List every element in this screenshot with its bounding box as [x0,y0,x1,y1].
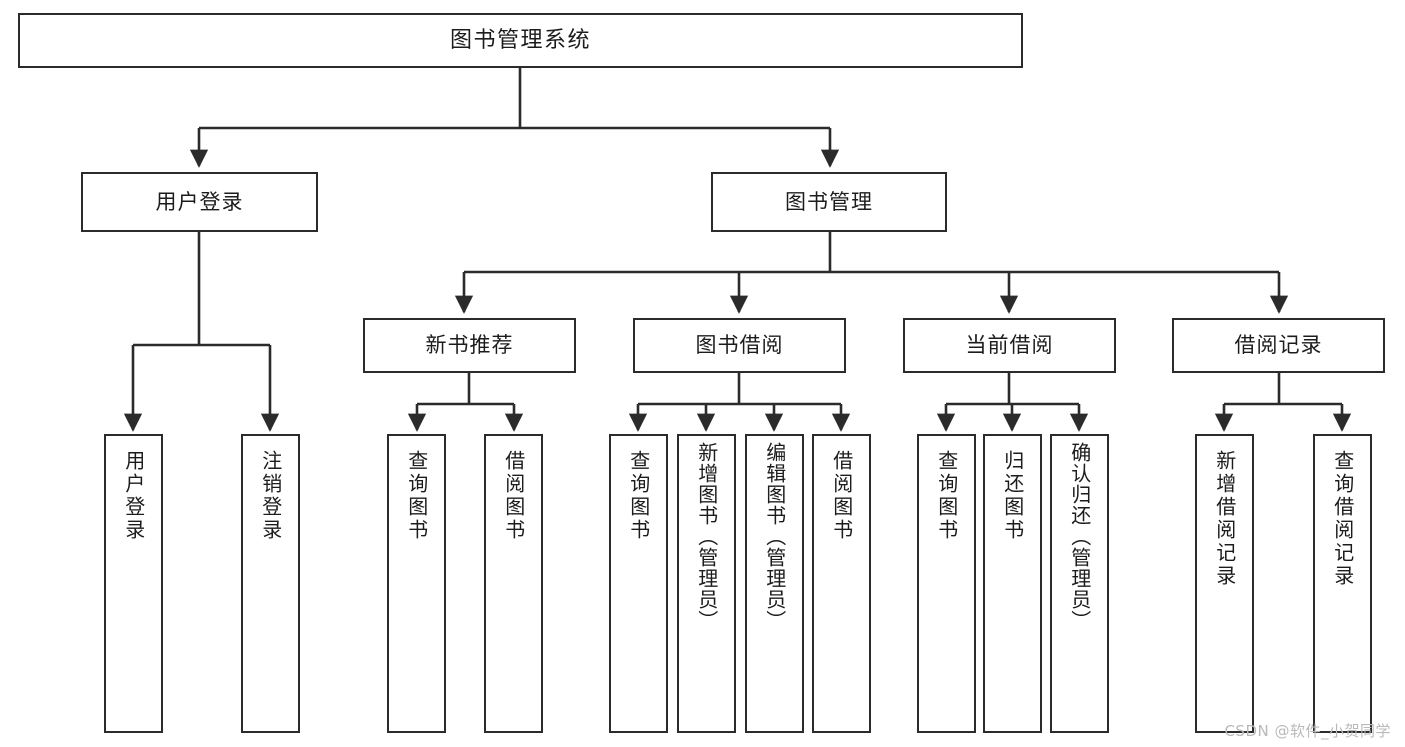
node-label: 查询图书 [626,450,651,542]
node-leaf-user-login[interactable]: 用户登录 [104,434,163,733]
node-borrow-record[interactable]: 借阅记录 [1172,318,1385,373]
node-user-login[interactable]: 用户登录 [81,172,318,232]
node-label: 借阅图书 [501,450,526,542]
node-leaf-borrow-book-2[interactable]: 借阅图书 [812,434,871,733]
node-label: 编辑图书（管理员） [762,442,787,631]
watermark-text: CSDN @软件_小贺同学 [1224,722,1391,740]
node-book-manage[interactable]: 图书管理 [711,172,947,232]
node-label: 查询图书 [934,450,959,542]
node-root-system[interactable]: 图书管理系统 [18,13,1023,68]
node-leaf-query-record[interactable]: 查询借阅记录 [1313,434,1372,733]
node-label: 用户登录 [121,450,146,542]
node-leaf-confirm-return[interactable]: 确认归还（管理员） [1050,434,1109,733]
node-book-borrow[interactable]: 图书借阅 [633,318,846,373]
node-label: 归还图书 [1000,450,1025,542]
node-label: 注销登录 [258,450,283,542]
node-label: 确认归还（管理员） [1067,442,1092,631]
node-leaf-add-book[interactable]: 新增图书（管理员） [677,434,736,733]
node-leaf-query-book-3[interactable]: 查询图书 [917,434,976,733]
node-leaf-borrow-book-1[interactable]: 借阅图书 [484,434,543,733]
node-label: 新增图书（管理员） [694,442,719,631]
node-label: 用户登录 [155,189,244,214]
node-label: 借阅图书 [829,450,854,542]
node-label: 图书管理系统 [449,27,591,53]
node-label: 借阅记录 [1234,333,1323,358]
node-leaf-logout-login[interactable]: 注销登录 [241,434,300,733]
node-label: 查询借阅记录 [1330,450,1355,588]
node-leaf-add-record[interactable]: 新增借阅记录 [1195,434,1254,733]
node-label: 图书借阅 [695,333,784,358]
node-label: 图书管理 [785,189,873,214]
node-leaf-edit-book[interactable]: 编辑图书（管理员） [745,434,804,733]
node-label: 新增借阅记录 [1212,450,1237,588]
node-new-book-recommend[interactable]: 新书推荐 [363,318,576,373]
node-label: 查询图书 [404,450,429,542]
node-leaf-query-book-2[interactable]: 查询图书 [609,434,668,733]
node-leaf-return-book[interactable]: 归还图书 [983,434,1042,733]
node-current-borrow[interactable]: 当前借阅 [903,318,1116,373]
node-label: 当前借阅 [965,333,1054,358]
node-leaf-query-book-1[interactable]: 查询图书 [387,434,446,733]
node-label: 新书推荐 [425,333,514,358]
